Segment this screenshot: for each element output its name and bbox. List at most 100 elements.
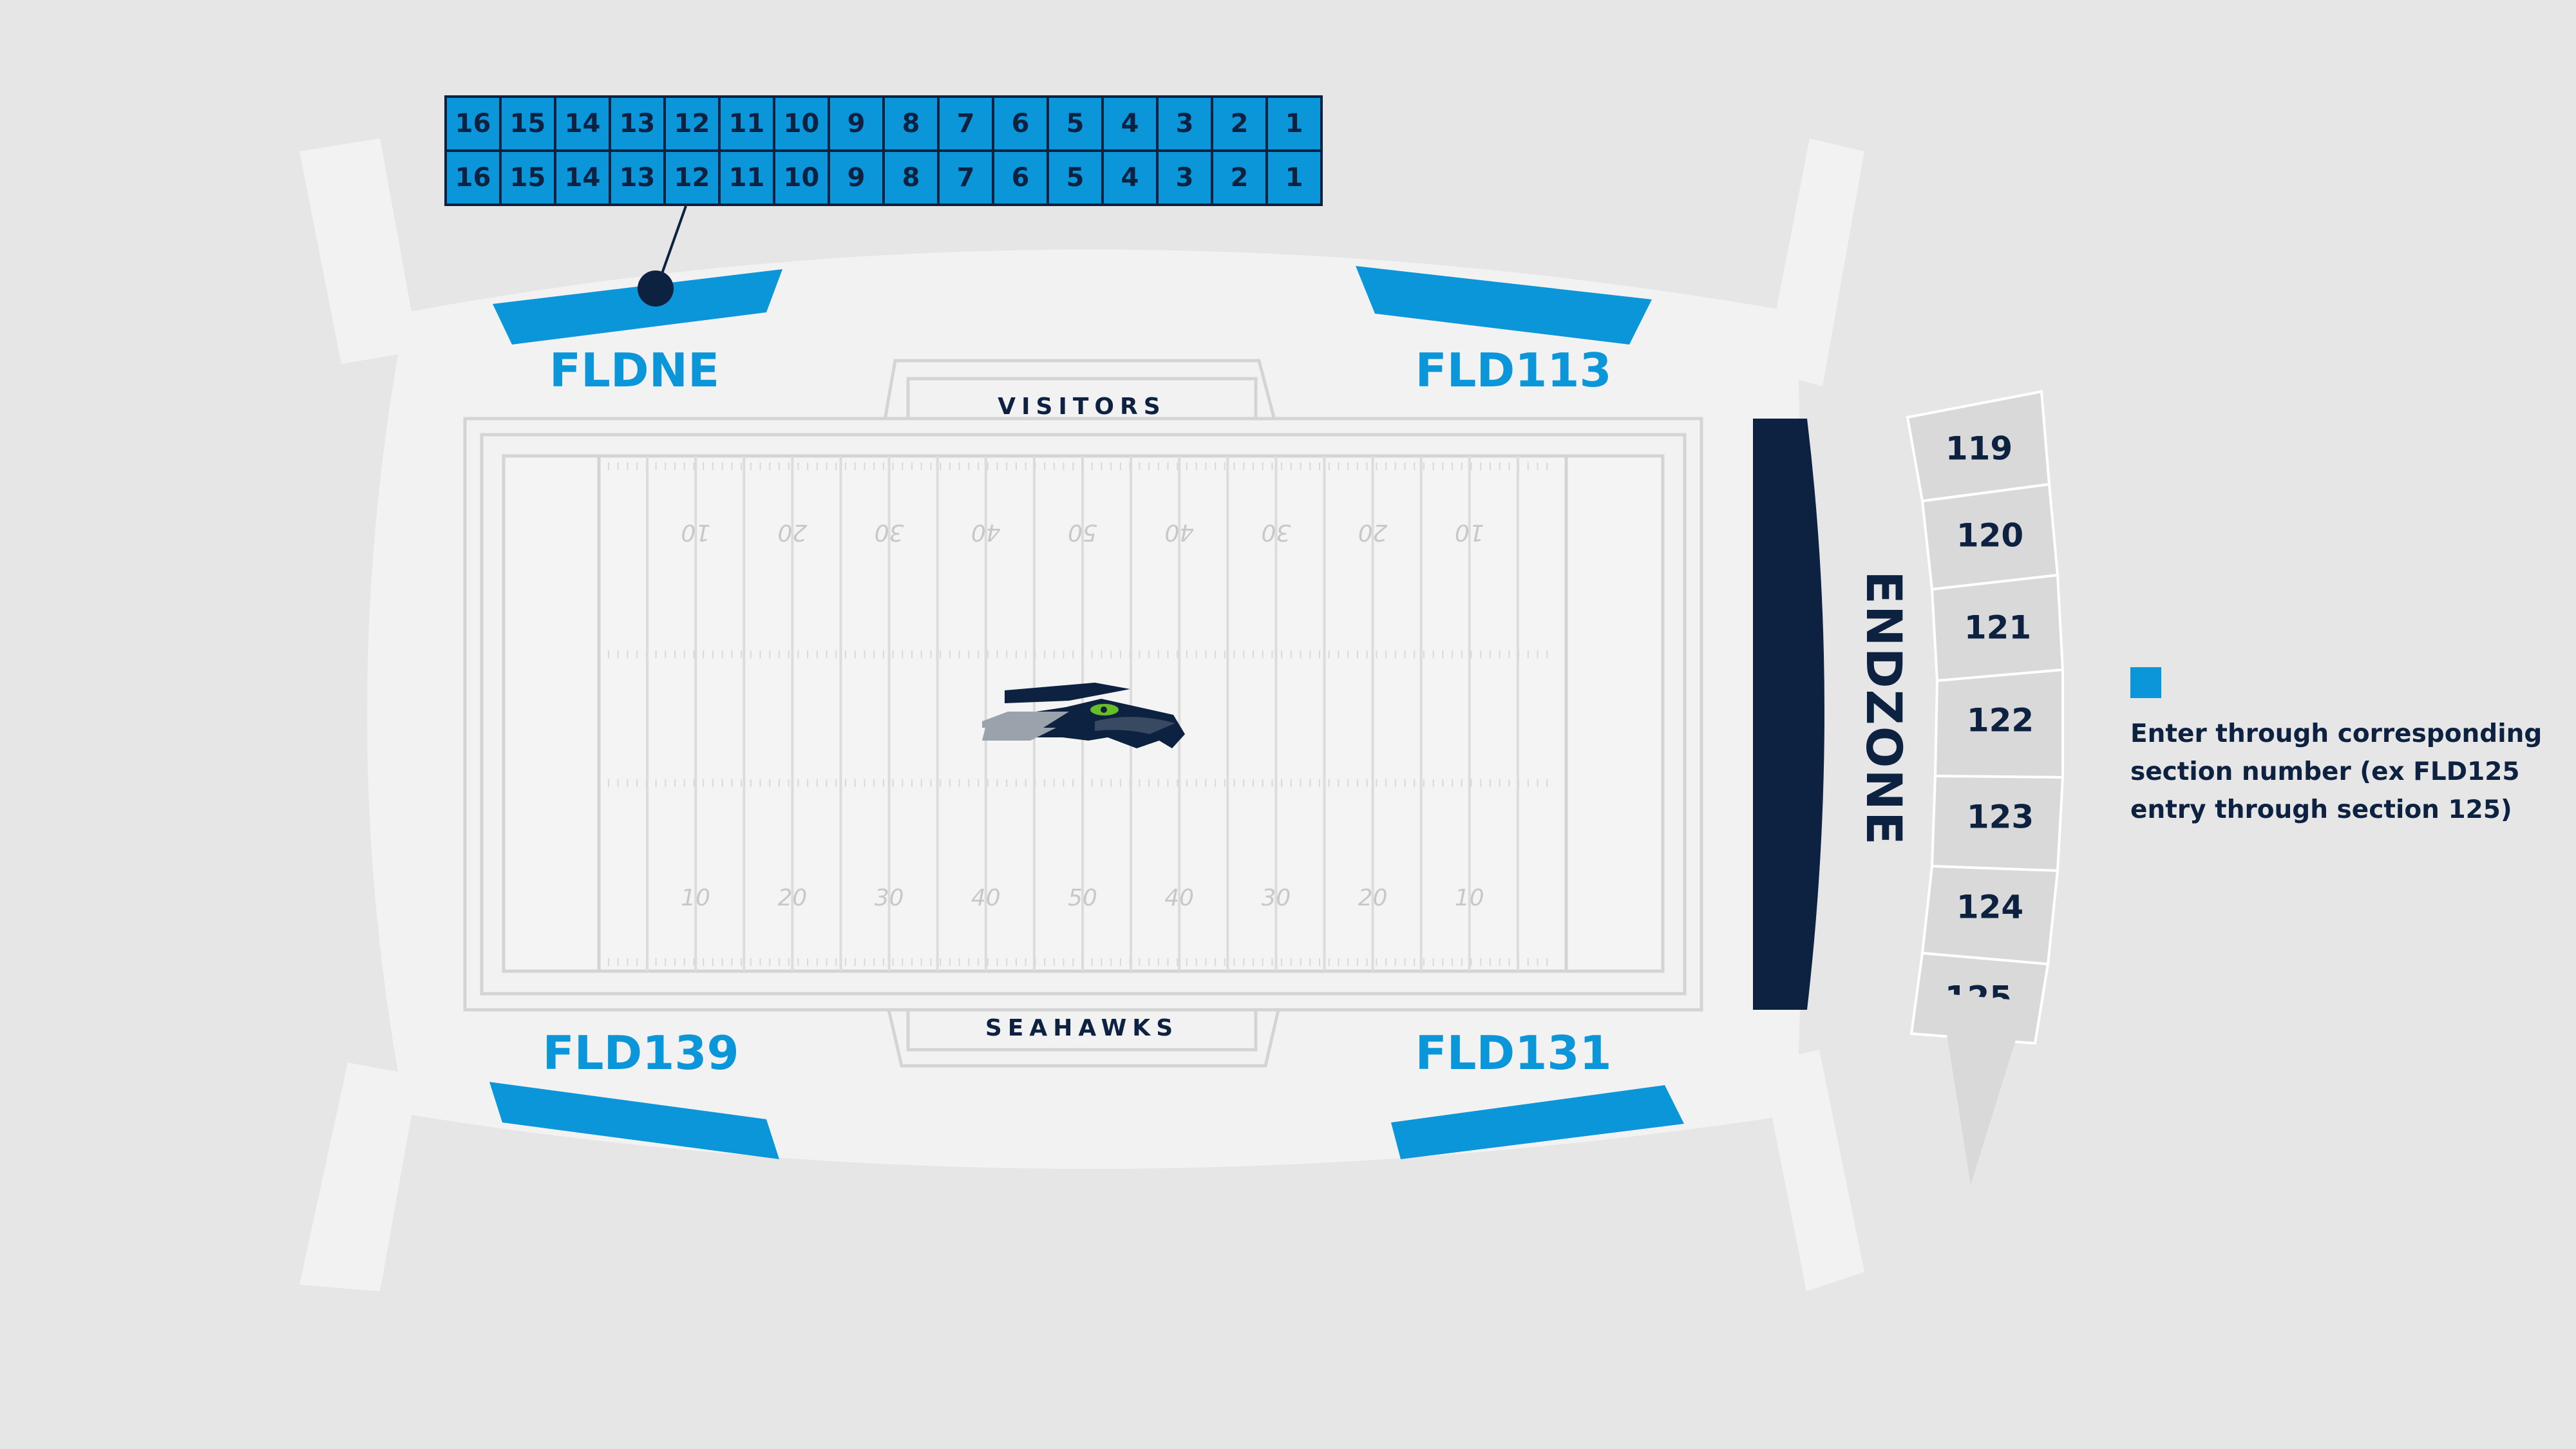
yard-number: 40 <box>971 885 1001 911</box>
seat-cell[interactable] <box>1211 149 1268 206</box>
seat-cell[interactable] <box>1101 149 1159 206</box>
seat-number: 1 <box>1285 109 1303 138</box>
seat-cell[interactable] <box>992 95 1049 152</box>
yard-number: 10 <box>1455 519 1484 545</box>
stand-section-label: 124 <box>1956 889 2023 926</box>
yard-number: 40 <box>971 519 1001 545</box>
yard-number: 20 <box>1358 519 1388 545</box>
yard-number: 10 <box>1455 885 1484 911</box>
seat-number: 7 <box>957 163 975 193</box>
seat-number: 13 <box>620 109 656 138</box>
stand-section-label: 119 <box>1946 430 2012 468</box>
seat-number: 3 <box>1176 163 1194 193</box>
seat-number: 5 <box>1066 109 1084 138</box>
tunnel-se <box>1761 1050 1864 1291</box>
seat-number: 15 <box>510 163 546 193</box>
field-section-label-sw: FLD139 <box>542 1026 739 1080</box>
stand-section-label: 121 <box>1964 609 2031 647</box>
seat-cell[interactable] <box>444 95 502 152</box>
yard-lines <box>597 456 1568 971</box>
seat-number: 11 <box>729 163 765 193</box>
yard-number: 20 <box>1358 885 1388 911</box>
seat-number: 8 <box>902 163 920 193</box>
home-sideline <box>887 1009 1280 1068</box>
seat-cell[interactable] <box>882 149 940 206</box>
yard-number: 30 <box>1261 519 1291 545</box>
yard-number: 40 <box>1164 519 1194 545</box>
seat-number: 6 <box>1012 109 1030 138</box>
seat-cell[interactable] <box>1265 149 1323 206</box>
stand-wedge <box>1922 992 2017 1185</box>
legend: Enter through corresponding section numb… <box>2130 667 2543 829</box>
yard-number: 50 <box>1068 885 1097 911</box>
visitors-sideline <box>880 359 1280 435</box>
seat-cell[interactable] <box>554 149 611 206</box>
field-section-sw[interactable] <box>489 1082 779 1159</box>
seat-number: 10 <box>784 163 820 193</box>
seat-number: 16 <box>455 109 491 138</box>
field-section-se[interactable] <box>1391 1085 1684 1159</box>
seat-number: 10 <box>784 109 820 138</box>
field-section-label-ne: FLD113 <box>1415 343 1611 397</box>
seat-number: 2 <box>1231 109 1249 138</box>
yard-numbers-top: 10 20 30 40 50 40 30 20 10 <box>681 519 1484 545</box>
seat-number: 16 <box>455 163 491 193</box>
seat-cell[interactable] <box>663 149 721 206</box>
seat-number: 4 <box>1121 109 1139 138</box>
yard-number: 30 <box>875 519 904 545</box>
endzone-label: ENDZONE <box>1855 571 1913 846</box>
visitors-label: VISITORS <box>998 393 1166 420</box>
seat-number: 11 <box>729 109 765 138</box>
home-label: SEAHAWKS <box>985 1015 1179 1041</box>
field-section-label-se: FLD131 <box>1415 1026 1611 1080</box>
seat-number: 2 <box>1231 163 1249 193</box>
seahawks-logo-icon <box>982 683 1185 748</box>
seat-number: 12 <box>674 109 710 138</box>
stand-section-label: 122 <box>1967 702 2034 739</box>
seat-number: 5 <box>1066 163 1084 193</box>
section-marker-dot[interactable] <box>638 270 674 307</box>
yard-number: 30 <box>875 885 904 911</box>
seat-number: 14 <box>565 109 601 138</box>
seat-number: 9 <box>848 163 866 193</box>
seat-cell[interactable] <box>773 95 830 152</box>
seat-number: 6 <box>1012 163 1030 193</box>
yard-number: 30 <box>1261 885 1291 911</box>
seat-number: 14 <box>565 163 601 193</box>
seat-cell[interactable] <box>828 149 885 206</box>
legend-swatch <box>2130 667 2161 698</box>
seat-number: 13 <box>620 163 656 193</box>
seat-cell[interactable] <box>663 95 721 152</box>
tunnel-sw <box>299 1063 419 1291</box>
seat-number: 3 <box>1176 109 1194 138</box>
yard-number: 20 <box>777 885 807 911</box>
tunnel-ne <box>1765 138 1864 386</box>
endzone-bar <box>1753 419 1824 1010</box>
seat-cell[interactable] <box>499 149 556 206</box>
stand-sections: 119120121122123124125 <box>1906 390 2065 1045</box>
seat-number: 1 <box>1285 163 1303 193</box>
seat-number: 4 <box>1121 163 1139 193</box>
field-section-label-nw: FLDNE <box>549 343 719 397</box>
seat-number: 8 <box>902 109 920 138</box>
yard-number: 10 <box>681 519 710 545</box>
legend-text: Enter through corresponding section numb… <box>2130 719 2543 824</box>
seat-number: 7 <box>957 109 975 138</box>
seat-number: 12 <box>674 163 710 193</box>
field-section-ne[interactable] <box>1356 266 1652 345</box>
seat-number: 15 <box>510 109 546 138</box>
seat-cell[interactable] <box>1211 95 1268 152</box>
seat-number: 9 <box>848 109 866 138</box>
yard-number: 10 <box>681 885 710 911</box>
field-inner-border <box>480 433 1687 996</box>
stand-section-label: 120 <box>1956 517 2023 554</box>
stand-section-label: 123 <box>1967 799 2034 836</box>
yard-number: 50 <box>1068 519 1097 545</box>
seat-cell[interactable] <box>773 149 830 206</box>
yard-number: 20 <box>777 519 807 545</box>
seat-cell[interactable] <box>1156 149 1213 206</box>
field-section-nw[interactable] <box>493 269 782 345</box>
